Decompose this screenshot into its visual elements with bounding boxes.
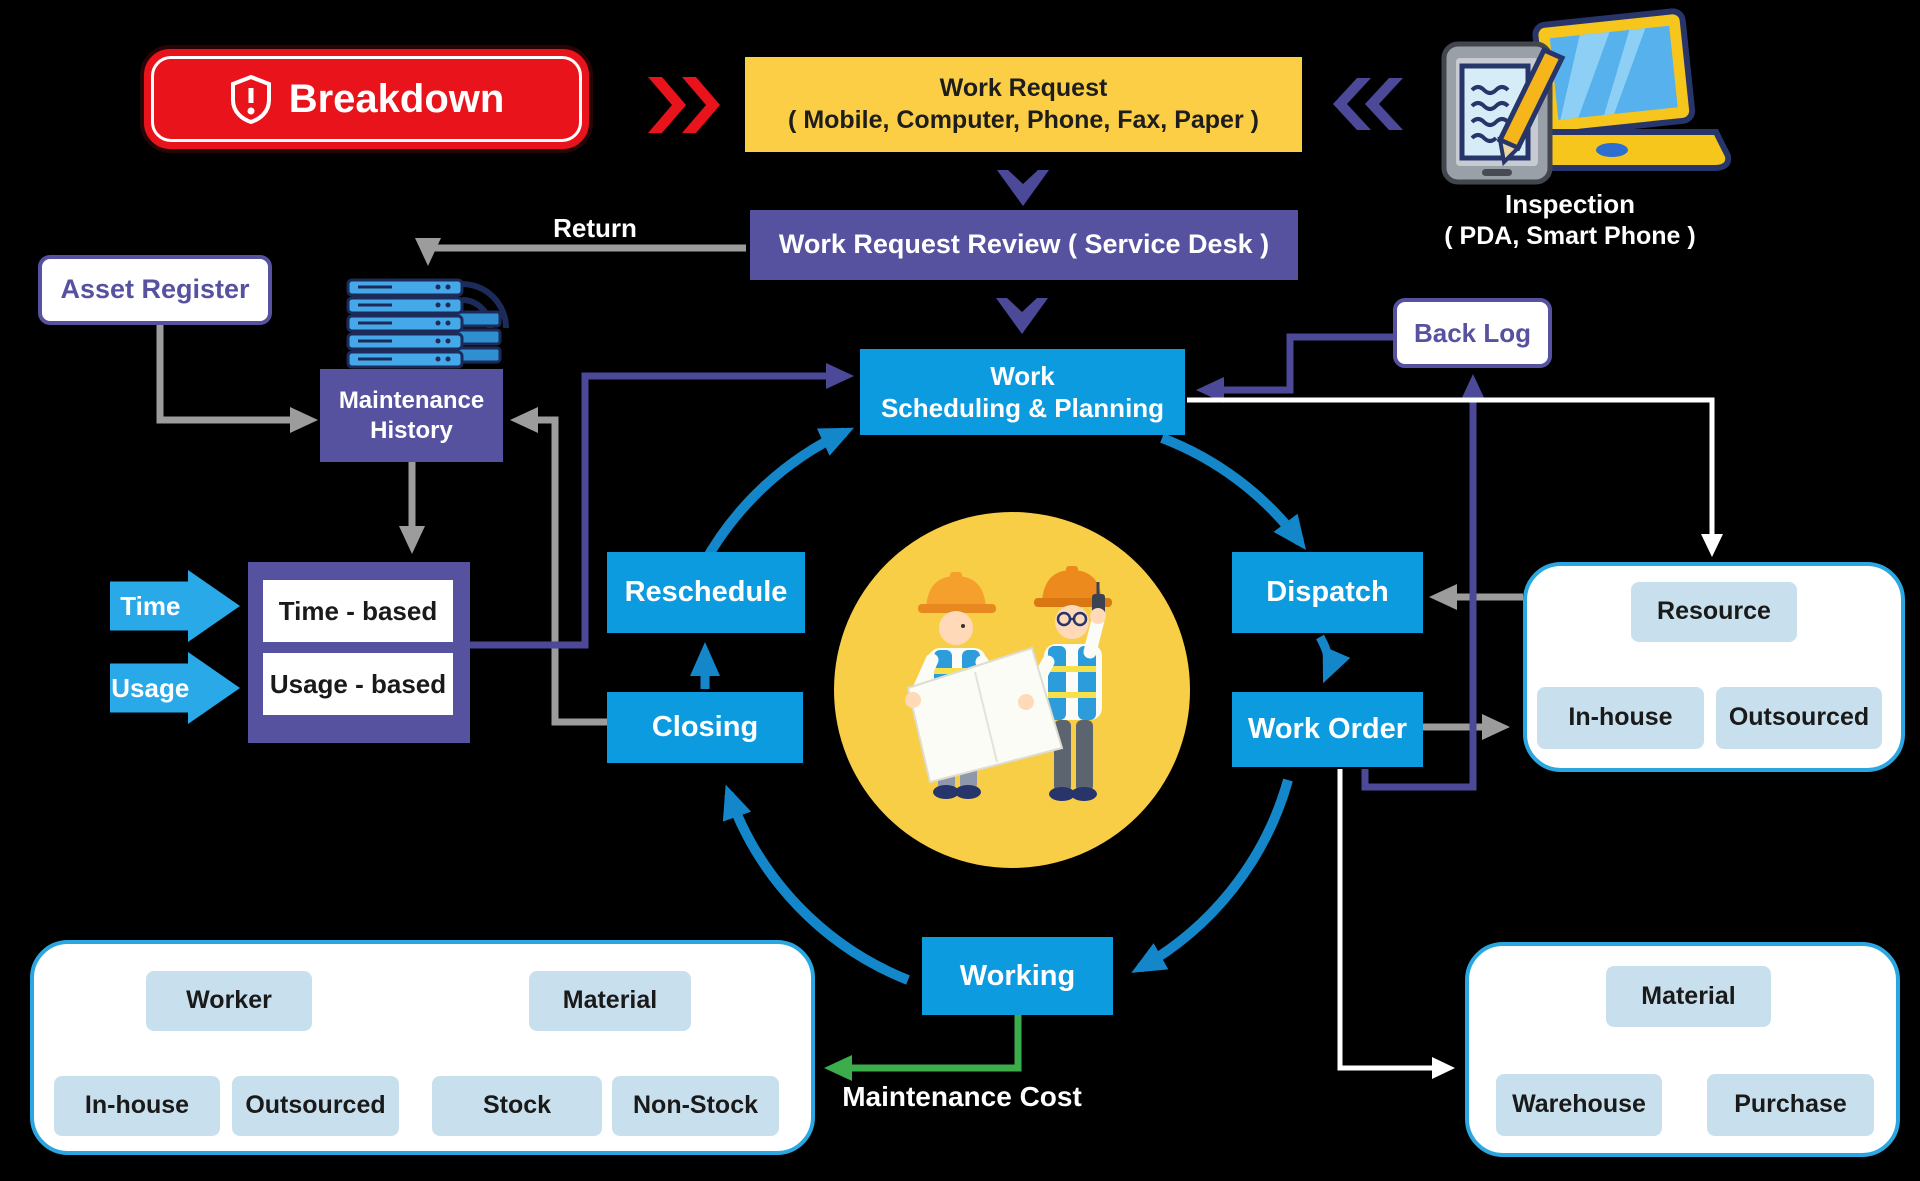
material-stock-node: Stock xyxy=(432,1076,602,1136)
maintenance-history-line1: Maintenance xyxy=(338,386,485,414)
work-scheduling-node: Work Scheduling & Planning xyxy=(860,349,1185,435)
dispatch-node: Dispatch xyxy=(1232,552,1423,633)
time-based-node: Time - based xyxy=(263,580,453,642)
purple-connectors xyxy=(470,333,1486,791)
request-to-review-chevron xyxy=(997,170,1049,206)
usage-arrow-label: Usage xyxy=(111,672,190,703)
back-log-node: Back Log xyxy=(1393,298,1552,368)
material-right-node: Material xyxy=(1606,966,1771,1027)
reschedule-label: Reschedule xyxy=(624,576,788,609)
working-to-cost-line xyxy=(824,1015,1022,1081)
worker-outsourced-node: Outsourced xyxy=(232,1076,399,1136)
closing-to-history-line xyxy=(510,407,607,726)
worker-material-group: Worker Material In-house Outsourced Stoc… xyxy=(30,940,815,1155)
return-line xyxy=(415,238,746,266)
breakdown-node: Breakdown xyxy=(140,45,593,153)
timebased-to-scheduling-line xyxy=(470,363,854,649)
closing-node: Closing xyxy=(607,692,803,763)
workorder-to-backlog-line xyxy=(1361,374,1486,791)
asset-register-node: Asset Register xyxy=(38,255,272,325)
alert-shield-icon xyxy=(230,74,271,124)
breakdown-label: Breakdown xyxy=(288,76,505,121)
workers-illustration xyxy=(834,512,1190,868)
white-connectors xyxy=(1187,397,1723,1079)
purple-double-chevron-icon xyxy=(1333,78,1403,130)
warehouse-node: Warehouse xyxy=(1496,1074,1662,1136)
down-chevron-icons xyxy=(996,170,1049,334)
resource-inhouse-node: In-house xyxy=(1537,687,1704,749)
return-label: Return xyxy=(553,212,637,243)
work-request-line1: Work Request xyxy=(939,74,1108,103)
dispatch-to-workorder-arrow xyxy=(1316,634,1351,684)
work-scheduling-line2: Scheduling & Planning xyxy=(880,393,1165,423)
workorder-to-material-line xyxy=(1337,769,1455,1079)
working-label: Working xyxy=(959,959,1076,992)
red-double-chevron-icon xyxy=(648,77,720,133)
material-left-node: Material xyxy=(529,971,691,1031)
scheduling-to-resource-line xyxy=(1187,397,1723,557)
inspection-line1: Inspection xyxy=(1504,189,1635,220)
asset-to-history-line xyxy=(156,325,318,433)
inspection-device-icon xyxy=(1441,8,1732,185)
usage-based-label: Usage - based xyxy=(269,668,447,699)
review-to-scheduling-chevron xyxy=(996,298,1048,334)
inspection-label: Inspection ( PDA, Smart Phone ) xyxy=(1400,186,1740,254)
time-based-label: Time - based xyxy=(278,595,438,626)
server-icon xyxy=(346,278,509,369)
work-order-node: Work Order xyxy=(1232,692,1423,767)
back-log-label: Back Log xyxy=(1413,317,1532,348)
asset-register-label: Asset Register xyxy=(60,274,250,305)
material-supply-group: Material Warehouse Purchase xyxy=(1465,942,1900,1157)
cycle-arrows xyxy=(690,427,1351,985)
maintenance-history-node: Maintenance History xyxy=(320,369,503,462)
work-order-label: Work Order xyxy=(1247,713,1407,746)
purchase-node: Purchase xyxy=(1707,1074,1874,1136)
work-request-node: Work Request ( Mobile, Computer, Phone, … xyxy=(745,57,1302,152)
gray-connectors xyxy=(156,238,1523,740)
resource-group: Resource In-house Outsourced xyxy=(1523,562,1905,772)
work-request-line2: ( Mobile, Computer, Phone, Fax, Paper ) xyxy=(788,105,1259,134)
worker-inhouse-node: In-house xyxy=(54,1076,220,1136)
work-scheduling-line1: Work xyxy=(990,360,1055,391)
worker-node: Worker xyxy=(146,971,312,1031)
inspection-line2: ( PDA, Smart Phone ) xyxy=(1444,221,1696,250)
usage-based-node: Usage - based xyxy=(263,653,453,715)
backlog-to-scheduling-line xyxy=(1196,333,1393,403)
working-node: Working xyxy=(922,937,1113,1015)
work-request-review-label: Work Request Review ( Service Desk ) xyxy=(778,229,1270,260)
maintenance-cost-label: Maintenance Cost xyxy=(842,1080,1082,1112)
resource-node: Resource xyxy=(1631,582,1797,642)
work-request-review-node: Work Request Review ( Service Desk ) xyxy=(750,210,1298,280)
reschedule-node: Reschedule xyxy=(607,552,805,633)
time-arrow-label: Time xyxy=(120,590,181,621)
dispatch-label: Dispatch xyxy=(1266,576,1389,609)
resource-outsourced-node: Outsourced xyxy=(1716,687,1882,749)
maintenance-history-line2: History xyxy=(370,416,453,444)
material-nonstock-node: Non-Stock xyxy=(612,1076,779,1136)
closing-label: Closing xyxy=(651,711,759,744)
